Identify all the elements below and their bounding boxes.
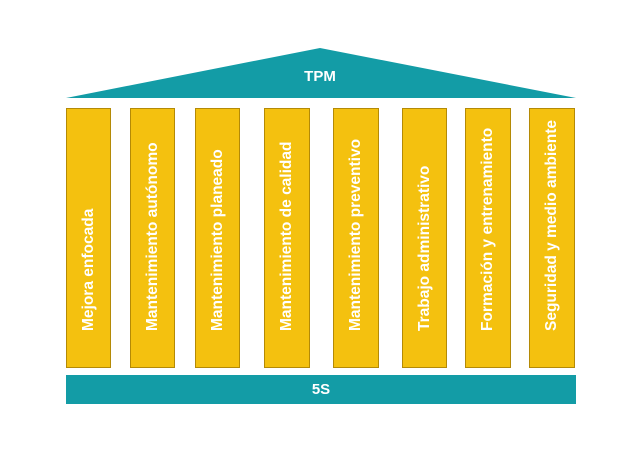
pillar-mantenimiento-planeado: Mantenimiento planeado [195,108,240,368]
pillar-label: Mantenimiento planeado [208,149,226,331]
pillar-mantenimiento-autonomo: Mantenimiento autónomo [130,108,175,368]
pillar-label: Mantenimiento preventivo [347,138,364,331]
pillar-mantenimiento-preventivo: Mantenimiento preventivo [333,108,379,368]
pillar-label: Seguridad y medio ambiente [543,119,560,331]
roof-label: TPM [304,68,336,85]
base-label: 5S [311,381,331,398]
tpm-roof [66,48,576,98]
pillar-mantenimiento-de-calidad: Mantenimiento de calidad [264,108,310,368]
pillar-label: Mantenimiento de calidad [278,141,295,331]
pillar-label: Trabajo administrativo [415,165,433,331]
pillar-label: Formación y entrenamiento [479,127,496,331]
pillar-label: Mantenimiento autónomo [143,142,161,331]
pillar-seguridad-y-medio-ambiente: Seguridad y medio ambiente [529,108,575,368]
pillar-label: Mejora enfocada [79,208,97,331]
pillar-trabajo-administrativo: Trabajo administrativo [402,108,447,368]
roof-triangle [66,48,576,98]
pillar-mejora-enfocada: Mejora enfocada [66,108,111,368]
pillar-formacion-y-entrenamiento: Formación y entrenamiento [465,108,511,368]
base-5s: 5S [66,375,576,404]
